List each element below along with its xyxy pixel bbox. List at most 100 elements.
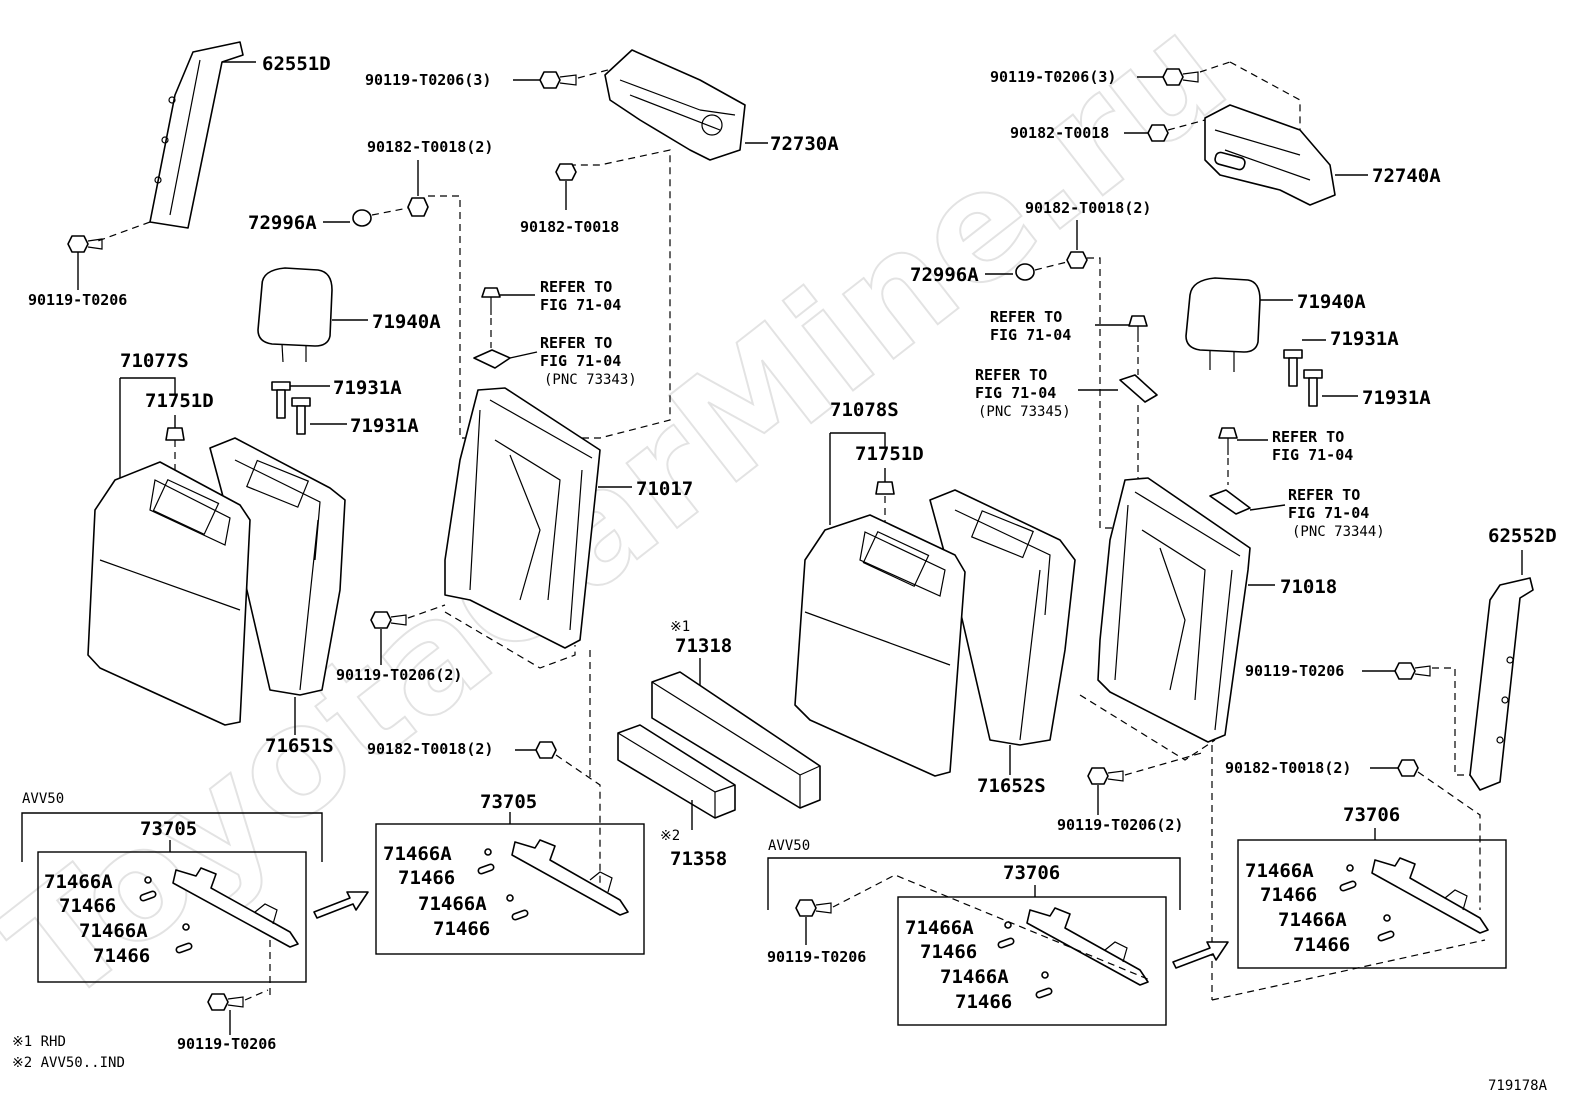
right-ref2-line3: (PNC 73345) bbox=[978, 404, 1071, 420]
right-ref4-line2: FIG 71-04 bbox=[1288, 504, 1369, 522]
nut-icon bbox=[555, 163, 577, 181]
label-right-nut-a: 90182-T0018 bbox=[1010, 124, 1109, 142]
left-ref1-line1: REFER TO bbox=[540, 278, 612, 296]
left-hinge-c3: 71466A bbox=[79, 920, 148, 942]
collar-icon bbox=[997, 921, 1053, 999]
right-avv-label: AVV50 bbox=[768, 838, 810, 854]
footnote-2: ※2 AVV50..IND bbox=[12, 1055, 125, 1071]
nut-icon bbox=[1397, 759, 1419, 777]
label-left-clip: 71751D bbox=[145, 390, 214, 412]
right-hinge-c3: 71466A bbox=[940, 966, 1009, 988]
center-mark1: ※1 bbox=[670, 619, 690, 635]
label-left-bolt-c: 90119-T0206(2) bbox=[336, 666, 462, 684]
right-hinge-c5: 71466A bbox=[1245, 860, 1314, 882]
label-right-bolt-a: 90119-T0206(3) bbox=[990, 68, 1116, 86]
bolt-icon bbox=[67, 235, 103, 253]
label-left-hinge-group: 73705 bbox=[480, 791, 537, 813]
label-left-headrest: 71940A bbox=[372, 311, 441, 333]
label-left-nut-c: 90182-T0018(2) bbox=[367, 740, 493, 758]
pad-71318 bbox=[651, 671, 821, 809]
left-hinge-c6: 71466 bbox=[398, 867, 455, 889]
left-hinge-c8: 71466 bbox=[433, 918, 490, 940]
seatback-pad-71652S bbox=[794, 514, 966, 777]
label-right-hinge-group: 73706 bbox=[1343, 804, 1400, 826]
pad-71358 bbox=[617, 724, 736, 819]
hinge-73705 bbox=[511, 839, 629, 916]
label-72740A: 72740A bbox=[1372, 165, 1441, 187]
label-pad1: 71318 bbox=[675, 635, 732, 657]
label-right-assy: 71078S bbox=[830, 399, 899, 421]
headrest-71940A bbox=[257, 267, 333, 363]
right-hinge-c6: 71466 bbox=[1260, 884, 1317, 906]
clip-icon bbox=[875, 481, 895, 495]
label-right-clip: 71751D bbox=[855, 443, 924, 465]
left-ref2-line1: REFER TO bbox=[540, 334, 612, 352]
guide-icon bbox=[1283, 349, 1323, 407]
recliner-bracket-72740A bbox=[1204, 104, 1336, 206]
avv50-hinge-box bbox=[37, 851, 307, 983]
bolt-icon bbox=[539, 71, 577, 89]
arrow-icon bbox=[1172, 941, 1229, 969]
right-hinge-c8: 71466 bbox=[1293, 934, 1350, 956]
right-hinge-c4: 71466 bbox=[955, 991, 1012, 1013]
right-avv50-hinge-box bbox=[897, 896, 1167, 1026]
right-hinge-c7: 71466A bbox=[1278, 909, 1347, 931]
recliner-bracket-72730A bbox=[604, 49, 746, 161]
bolt-icon bbox=[207, 993, 244, 1011]
cap-icon bbox=[1015, 263, 1035, 281]
collar-icon bbox=[1339, 864, 1395, 942]
bezel-icon bbox=[1119, 374, 1158, 403]
clip-icon bbox=[481, 287, 501, 315]
bolt-icon bbox=[1087, 767, 1124, 785]
label-62552D: 62552D bbox=[1488, 525, 1557, 547]
bolt-icon bbox=[1162, 68, 1199, 86]
right-ref4-line3: (PNC 73344) bbox=[1292, 524, 1385, 540]
label-right-cap: 72996A bbox=[910, 264, 979, 286]
cap-icon bbox=[352, 209, 372, 227]
right-ref4-line1: REFER TO bbox=[1288, 486, 1360, 504]
hinge-73705-avv bbox=[172, 867, 299, 948]
seatback-pad-71651S bbox=[87, 461, 251, 726]
clip-icon bbox=[165, 427, 185, 441]
label-right-nut-c: 90182-T0018(2) bbox=[1225, 759, 1351, 777]
left-hinge-c4: 71466 bbox=[93, 945, 150, 967]
bezel-icon bbox=[1209, 489, 1251, 515]
right-ref2-line1: REFER TO bbox=[975, 366, 1047, 384]
bolt-icon bbox=[370, 611, 407, 629]
hinge-73706-avv bbox=[1026, 907, 1149, 986]
headrest-71940A-right bbox=[1185, 277, 1261, 372]
trim-panel-62552D bbox=[1469, 577, 1534, 791]
collar-icon bbox=[139, 876, 193, 954]
hinge-73706 bbox=[1371, 857, 1489, 934]
label-right-bolt-d: 90119-T0206 bbox=[767, 948, 866, 966]
hinge-group-box bbox=[375, 823, 645, 955]
label-right-hinge-boxed: 73706 bbox=[1003, 862, 1060, 884]
label-right-bolt-c: 90119-T0206(2) bbox=[1057, 816, 1183, 834]
clip-icon bbox=[1128, 315, 1148, 342]
left-hinge-c2: 71466 bbox=[59, 895, 116, 917]
left-ref2-line2: FIG 71-04 bbox=[540, 352, 621, 370]
label-left-guide2: 71931A bbox=[350, 415, 419, 437]
right-hinge-c2: 71466 bbox=[920, 941, 977, 963]
label-right-guide2: 71931A bbox=[1362, 387, 1431, 409]
right-ref3-line2: FIG 71-04 bbox=[1272, 446, 1353, 464]
nut-icon bbox=[1147, 124, 1169, 142]
clip-icon bbox=[1218, 427, 1238, 455]
footnote-1: ※1 RHD bbox=[12, 1034, 66, 1050]
right-hinge-c1: 71466A bbox=[905, 917, 974, 939]
left-ref2-line3: (PNC 73343) bbox=[544, 372, 637, 388]
label-left-back: 71651S bbox=[265, 735, 334, 757]
nut-icon bbox=[1066, 251, 1088, 269]
guide-icon bbox=[271, 381, 311, 435]
left-hinge-c7: 71466A bbox=[418, 893, 487, 915]
left-hinge-c5: 71466A bbox=[383, 843, 452, 865]
collar-icon bbox=[477, 848, 529, 921]
nut-icon bbox=[535, 741, 557, 759]
left-avv-label: AVV50 bbox=[22, 791, 64, 807]
label-left-guide1: 71931A bbox=[333, 377, 402, 399]
label-left-bolt-a: 90119-T0206(3) bbox=[365, 71, 491, 89]
label-left-cap: 72996A bbox=[248, 212, 317, 234]
right-ref1-line1: REFER TO bbox=[990, 308, 1062, 326]
label-left-nut-b: 90182-T0018 bbox=[520, 218, 619, 236]
